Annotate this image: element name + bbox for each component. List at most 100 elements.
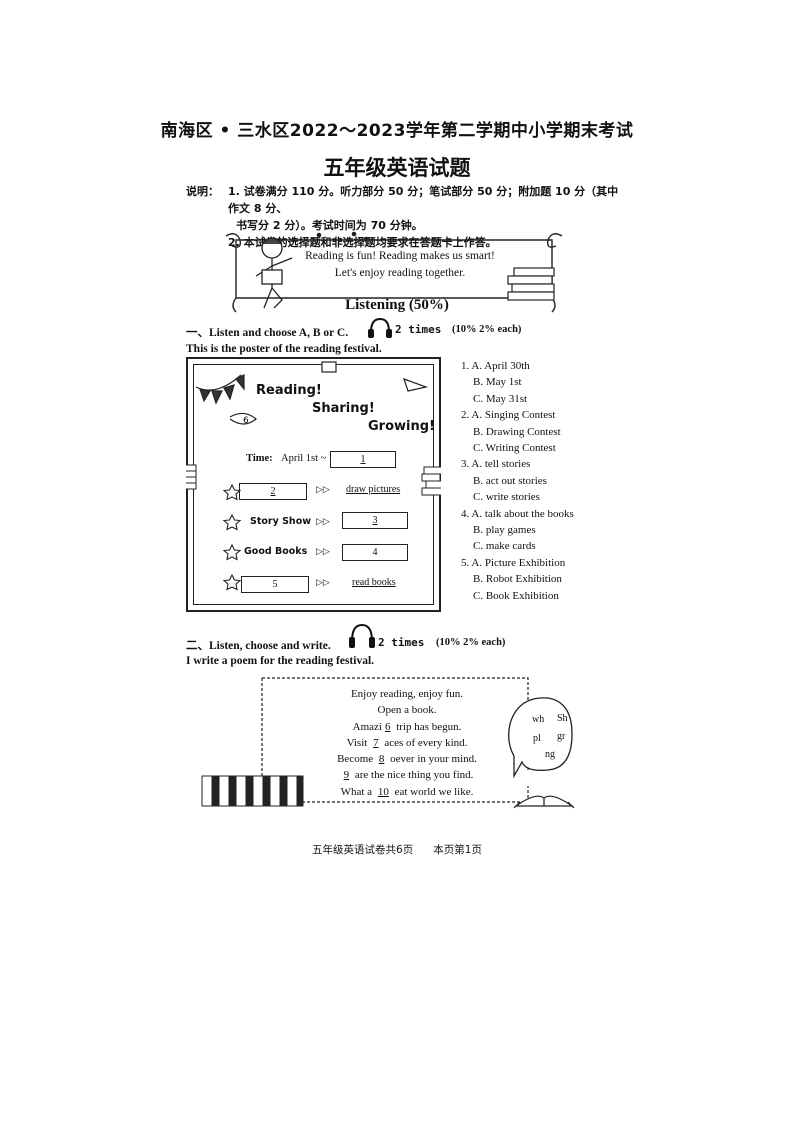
part1-times: 2 times [395,323,442,336]
poem-text-part: are the nice thing you find. [354,769,474,782]
poster-badge: 6 [243,416,249,426]
open-book-icon [513,795,575,809]
poster-word-growing: Growing! [368,419,435,434]
instruction-1-cont: 书写分 2 分）。考试时间为 70 分钟。 [236,219,423,232]
poem-frame [201,677,575,809]
arrow-icon: ▷▷ [316,577,330,587]
headphones-icon [368,317,392,338]
blank-1-label: 1 [360,454,366,465]
blank-4-box[interactable]: 4 [342,544,408,561]
exam-title: 南海区 • 三水区2022～2023学年第二学期中小学期末考试 [160,121,634,141]
part1-score: (10% 2% each) [452,324,522,335]
question-4: 4. A. talk about the books B. play games… [461,506,574,555]
option-a[interactable]: A. Singing Contest [471,409,556,422]
activity-draw-pictures: draw pictures [346,484,401,495]
blank-6[interactable]: 6 [385,720,391,733]
blank-7[interactable]: 7 [373,736,379,749]
letter-option-wh: wh [532,714,545,725]
blank-9[interactable]: 9 [343,769,350,782]
letter-option-ng: ng [545,749,555,760]
poster-time-label: Time: [246,453,273,464]
part2-times: 2 times [378,636,425,649]
option-b[interactable]: B. May 1st [473,376,522,389]
letter-option-sh: Sh [557,713,568,724]
arrow-icon: ▷▷ [316,484,330,494]
girl-reading-icon [255,237,293,309]
blank-1-box[interactable]: 1 [330,451,396,468]
option-c[interactable]: C. Writing Contest [473,442,556,455]
option-c[interactable]: C. write stories [473,491,540,504]
blank-2-label: 2 [270,486,276,497]
part1-intro: This is the poster of the reading festiv… [186,343,382,355]
exam-subtitle: 五年级英语试题 [323,156,471,180]
banner-scroll [225,231,563,313]
question-5: 5. A. Picture Exhibition B. Robot Exhibi… [461,555,574,604]
question-number: 4. [461,507,470,520]
option-a[interactable]: A. tell stories [471,458,531,471]
option-a[interactable]: A. April 30th [471,360,530,372]
part1-heading: 一、Listen and choose A, B or C. [186,327,349,339]
blank-5-label: 5 [272,579,278,590]
poem-line-1: Enjoy reading, enjoy fun. [350,688,464,700]
poem-line-4: Visit 7 aces of every kind. [312,735,502,751]
books-shelf-icon [201,775,304,807]
question-3: 3. A. tell stories B. act out stories C.… [461,456,574,505]
activity-story-show: Story Show [250,516,312,527]
instruction-2: 2. 本试卷的选择题和非选择题均要求在答题卡上作答。 [228,236,497,249]
activity-read-books: read books [352,577,396,588]
poem-line-5: Become 8 oever in your mind. [312,751,502,767]
instructions-label: 说明： [186,185,219,198]
page-footer: 五年级英语试卷共6页 本页第1页 [0,842,794,857]
poem-text-part: aces of every kind. [384,736,468,749]
arrow-icon: ▷▷ [316,516,330,526]
part2-intro: I write a poem for the reading festival. [186,655,375,667]
blank-10[interactable]: 10 [377,785,389,798]
poem-text-part: What a [340,785,373,798]
poem-text-part: Visit [346,736,368,749]
arrow-icon: ▷▷ [316,546,330,556]
question-options: 1. A. April 30th B. May 1st C. May 31st … [461,358,574,604]
poem-text: Enjoy reading, enjoy fun. Open a book. A… [312,686,502,800]
headphones-icon [349,623,375,648]
question-number: 5. [461,556,470,569]
option-c[interactable]: C. make cards [473,540,536,553]
poster-decorations: 6 [186,361,441,591]
question-number: 1. [461,360,470,372]
banner-line-1: Reading is fun! Reading makes us smart! [305,250,495,262]
option-b[interactable]: B. play games [473,524,536,537]
blank-3-box[interactable]: 3 [342,512,408,529]
poster-word-reading: Reading! [256,383,322,398]
part2-heading: 二、Listen, choose and write. [186,640,331,652]
question-1: 1. A. April 30th B. May 1st C. May 31st [461,358,574,407]
poem-text-part: Amazi [352,720,382,733]
letter-option-gr: gr [557,731,566,742]
activity-good-books: Good Books [244,546,308,557]
option-c[interactable]: C. Book Exhibition [473,589,559,602]
option-b[interactable]: B. Robot Exhibition [473,573,562,586]
blank-3-label: 3 [372,515,378,526]
poem-line-6: 9 are the nice thing you find. [312,767,502,783]
blank-2-box[interactable]: 2 [239,483,307,500]
footer-total-pages: 五年级英语试卷共6页 [312,844,414,856]
poem-line-2: Open a book. [377,704,437,717]
option-b[interactable]: B. Drawing Contest [473,425,561,438]
poster-word-sharing: Sharing! [312,401,375,416]
option-a[interactable]: A. Picture Exhibition [471,556,566,569]
instruction-1: 1. 试卷满分 110 分。听力部分 50 分；笔试部分 50 分；附加题 10… [228,185,619,215]
blank-8[interactable]: 8 [378,753,385,766]
option-c[interactable]: C. May 31st [473,392,528,405]
option-a[interactable]: A. talk about the books [471,507,574,520]
letter-option-pl: pl [533,733,541,744]
section-title: Listening (50%) [345,297,449,313]
question-number: 2. [461,409,470,422]
speech-bubble [508,697,573,779]
footer-page-number: 本页第1页 [433,844,482,856]
poem-text-part: trip has begun. [396,720,462,733]
poster-time-value: April 1st ~ [281,453,327,464]
part2-score: (10% 2% each) [436,637,506,648]
blank-5-box[interactable]: 5 [241,576,309,593]
instructions: 说明： 1. 试卷满分 110 分。听力部分 50 分；笔试部分 50 分；附加… [186,183,626,251]
question-2: 2. A. Singing Contest B. Drawing Contest… [461,407,574,456]
option-b[interactable]: B. act out stories [473,474,547,487]
